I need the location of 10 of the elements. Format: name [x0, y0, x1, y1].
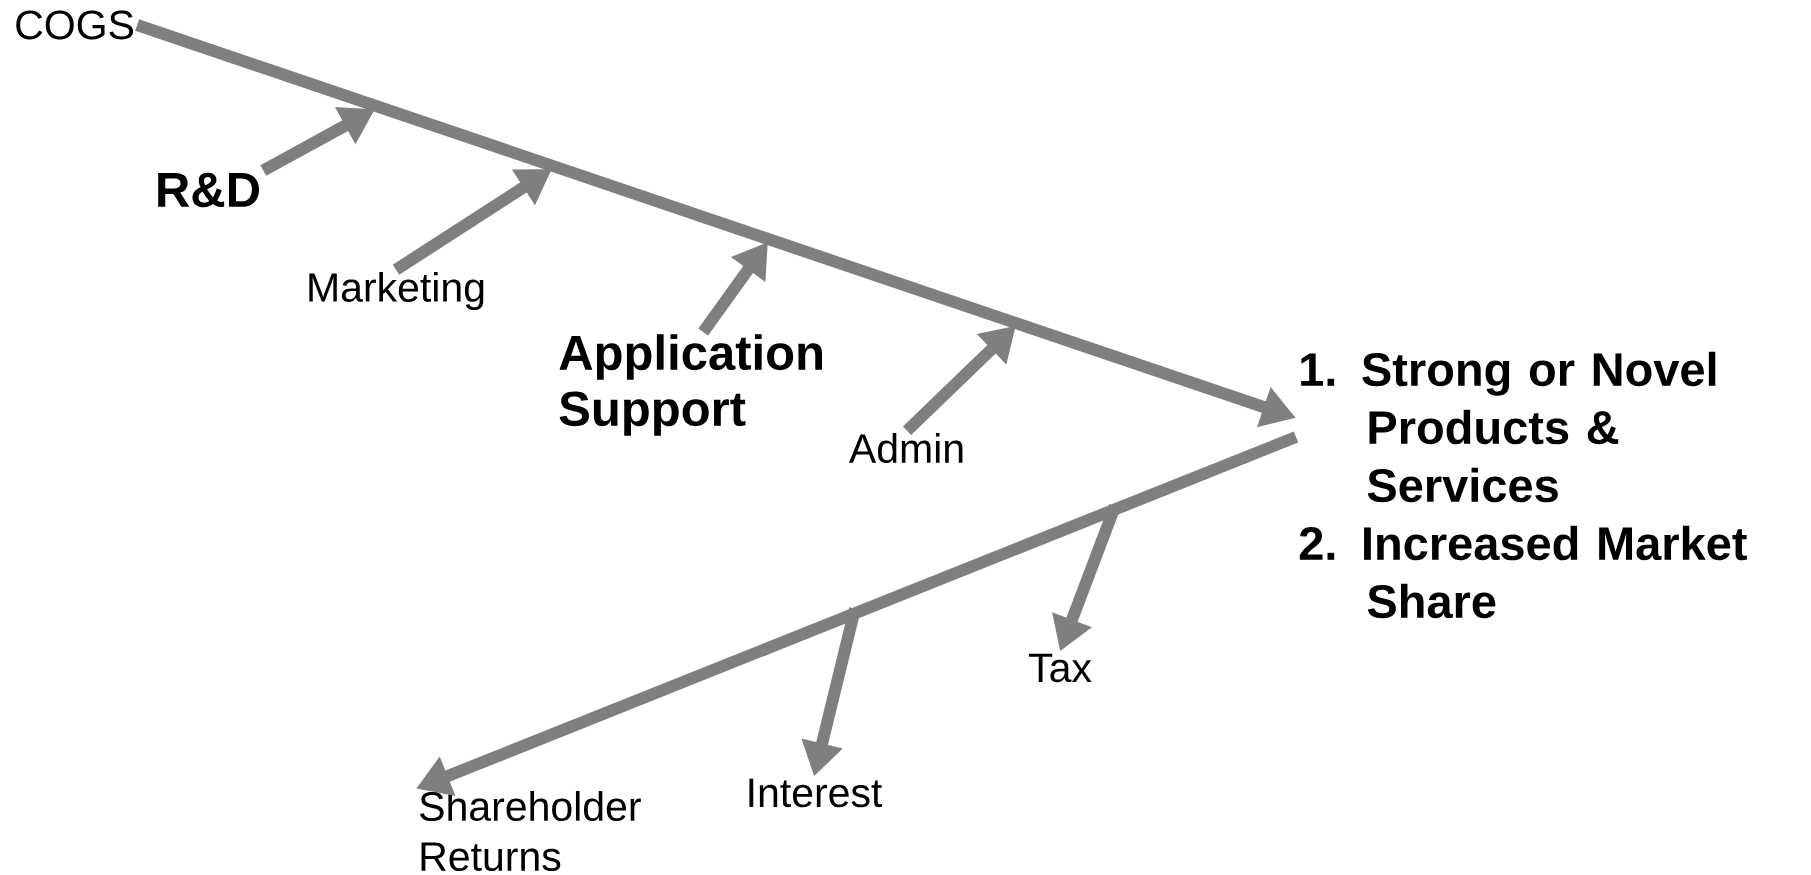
list-item: 1. Strong or Novel Products & Services: [1301, 351, 1716, 503]
cause-label: Admin: [849, 432, 963, 464]
effect-label: Interest: [749, 778, 883, 808]
effect-label: Shareholder Returns: [420, 790, 641, 872]
cause-label: COGS: [16, 10, 134, 40]
cause-label: R&D: [158, 172, 259, 208]
effect-label: Tax: [1029, 653, 1092, 683]
cause-label: Application Support: [559, 334, 822, 436]
cause-label: Marketing: [309, 271, 484, 311]
list-item: 2. Increased Market Share: [1299, 525, 1747, 619]
